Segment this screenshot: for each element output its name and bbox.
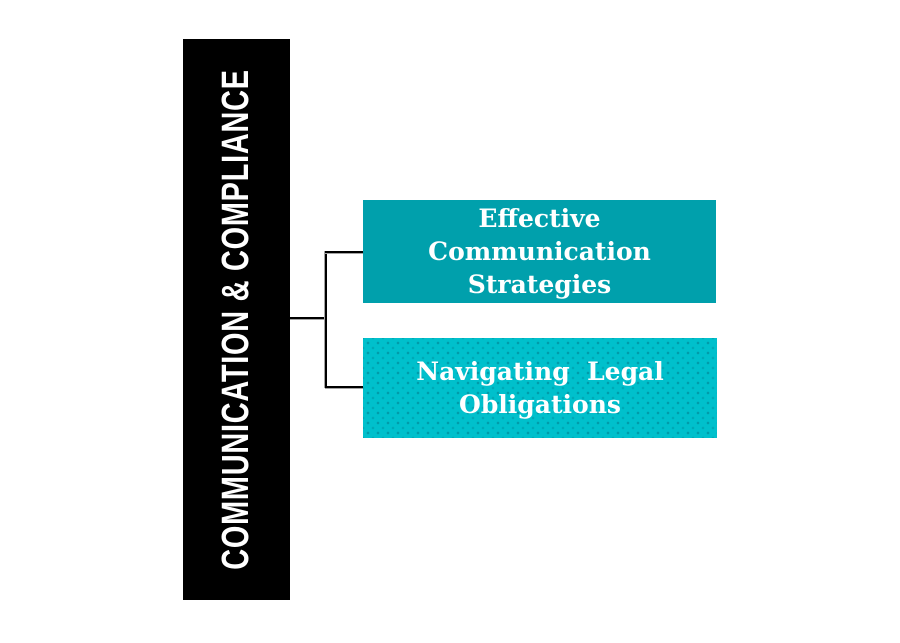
connector-branch-bottom xyxy=(325,386,363,388)
connector-branch-top xyxy=(325,251,363,253)
node-label-line: Communication xyxy=(428,237,651,266)
node-label-line: Effective xyxy=(478,204,601,233)
root-node-communication-compliance[interactable]: COMMUNICATION & COMPLIANCE xyxy=(183,39,290,600)
node-label-line: Obligations xyxy=(459,390,621,419)
node-label-line: Strategies xyxy=(467,270,612,299)
node-label-line: Navigating Legal xyxy=(416,357,664,386)
connector-trunk xyxy=(325,251,327,388)
connector-root-stub xyxy=(290,317,326,319)
node-effective-communication-strategies[interactable]: Effective Communication Strategies xyxy=(363,200,716,303)
root-node-label: COMMUNICATION & COMPLIANCE xyxy=(215,69,257,570)
node-navigating-legal-obligations[interactable]: Navigating Legal Obligations xyxy=(363,338,717,438)
